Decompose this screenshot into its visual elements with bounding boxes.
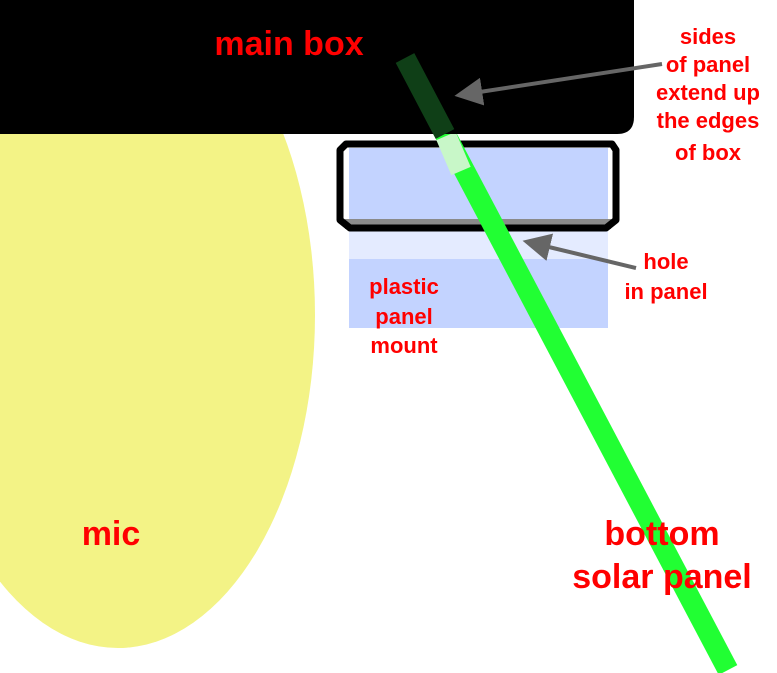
- hole-label-line-2: in panel: [624, 279, 707, 304]
- mic-shape: [0, 0, 315, 648]
- sides-label-line-2: of panel: [666, 52, 750, 77]
- sides-label: sides of panel extend up the edges of bo…: [656, 24, 760, 165]
- sides-label-line-4: the edges: [657, 108, 760, 133]
- main-box-label: main box: [214, 25, 363, 63]
- solar-panel-inside-box: [395, 53, 455, 139]
- mount-label-line-1: plastic: [369, 274, 439, 299]
- mount-label-line-3: mount: [370, 333, 438, 358]
- mount-bracket-outline: [336, 140, 620, 232]
- sides-label-line-3: extend up: [656, 80, 760, 105]
- solar-panel-label: bottom solar panel: [572, 515, 752, 596]
- hole-label: hole in panel: [624, 249, 707, 304]
- main-box: [0, 0, 634, 134]
- mount-hole-bar: [345, 219, 611, 229]
- solar-panel-label-line-2: solar panel: [572, 558, 752, 596]
- solar-panel-highlight: [436, 131, 471, 176]
- sides-label-line-1: sides: [680, 24, 736, 49]
- sides-arrow: [454, 62, 663, 106]
- mount-light-strip: [349, 229, 608, 259]
- mic-label: mic: [82, 515, 141, 553]
- mount-lower-block: [349, 258, 608, 328]
- mount-label-line-2: panel: [375, 304, 432, 329]
- solar-panel-label-line-1: bottom: [604, 515, 719, 553]
- hole-arrow: [522, 233, 637, 270]
- sides-label-line-5: of box: [675, 140, 742, 165]
- hole-label-line-1: hole: [643, 249, 688, 274]
- mount-label: plastic panel mount: [369, 274, 439, 358]
